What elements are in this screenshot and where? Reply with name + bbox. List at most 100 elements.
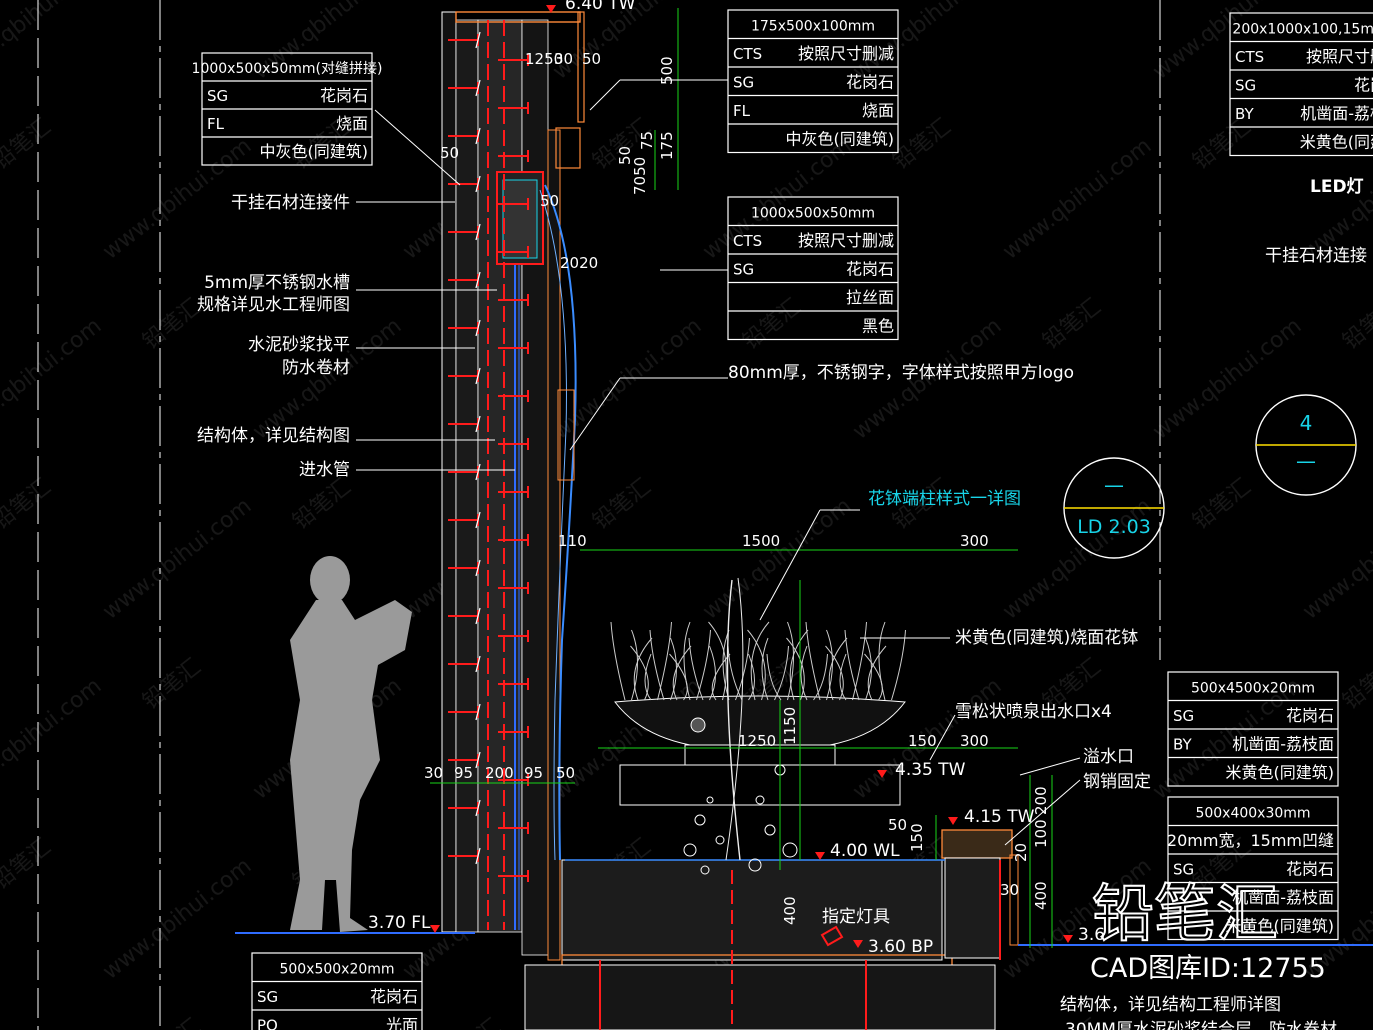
- svg-text:50: 50: [556, 764, 575, 782]
- label-letters: 80mm厚，不锈钢字，字体样式按照甲方logo: [728, 363, 1074, 383]
- level-415: 4.15 TW: [964, 807, 1035, 827]
- svg-text:铅笔汇: 铅笔汇: [0, 474, 56, 534]
- callout-1-top: —: [1104, 473, 1124, 497]
- svg-text:铅笔汇: 铅笔汇: [738, 294, 805, 354]
- spec-table-header: 1000x500x50mm: [751, 206, 875, 222]
- label-stone-connector: 干挂石材连接件: [231, 193, 350, 213]
- svg-text:铅笔汇: 铅笔汇: [1038, 294, 1105, 354]
- spec-desc: 烧面: [336, 114, 368, 133]
- svg-text:200: 200: [1032, 786, 1050, 815]
- svg-text:300: 300: [960, 532, 989, 550]
- svg-text:铅笔汇: 铅笔汇: [1338, 294, 1373, 354]
- label-mortar: 水泥砂浆找平: [248, 335, 350, 355]
- label-nozzle: 雪松状喷泉出水口x4: [955, 702, 1112, 722]
- spec-desc: 花岗石: [846, 260, 894, 279]
- svg-text:500: 500: [658, 56, 676, 85]
- svg-text:400: 400: [1032, 881, 1050, 910]
- svg-text:www.qbihui.com: www.qbihui.com: [0, 0, 106, 85]
- label-overflow: 溢水口: [1083, 747, 1134, 767]
- label-right-connector: 干挂石材连接: [1265, 246, 1367, 266]
- spec-desc: 烧面: [862, 101, 894, 120]
- svg-text:50: 50: [440, 144, 459, 162]
- svg-text:7050: 7050: [631, 157, 649, 195]
- spec-table-header: 500x4500x20mm: [1191, 681, 1315, 697]
- spec-code: PO: [257, 1017, 278, 1030]
- level-wl: 4.00 WL: [830, 841, 900, 861]
- svg-text:30: 30: [424, 764, 443, 782]
- spec-code: SG: [207, 87, 228, 105]
- spec-code: BY: [1173, 736, 1192, 754]
- spec-code: SG: [1173, 707, 1194, 725]
- spec-desc: 花岗石: [320, 86, 368, 105]
- spec-desc: 中灰色(同建筑): [260, 142, 369, 161]
- spec-table-header: 500x500x20mm: [279, 962, 394, 978]
- level-markers: [430, 5, 1073, 948]
- spec-desc: 米黄色(同建筑): [1226, 763, 1335, 782]
- svg-text:75: 75: [638, 131, 656, 150]
- spec-desc: 米黄色(同建: [1300, 133, 1373, 152]
- svg-text:www.qbihui.com: www.qbihui.com: [1148, 314, 1306, 445]
- spec-code: SG: [1173, 861, 1194, 879]
- annotations: 6.40 TW 干挂石材连接件 5mm厚不锈钢水槽 规格详见水工程师图 水泥砂浆…: [197, 0, 1367, 1030]
- svg-text:铅笔汇: 铅笔汇: [288, 474, 355, 534]
- detail-callout-4[interactable]: 4 —: [1255, 394, 1357, 496]
- svg-text:铅笔汇: 铅笔汇: [588, 474, 655, 534]
- spec-code: SG: [733, 74, 754, 92]
- svg-text:1500: 1500: [742, 532, 780, 550]
- detail-callout-ld203[interactable]: — LD 2.03: [1063, 457, 1165, 559]
- label-sink-ref: 规格详见水工程师图: [197, 295, 350, 315]
- svg-text:www.qbihui.com: www.qbihui.com: [0, 314, 106, 445]
- svg-text:铅笔汇: 铅笔汇: [1188, 474, 1255, 534]
- spec-code: CTS: [1235, 48, 1264, 66]
- svg-text:95: 95: [454, 764, 473, 782]
- level-435: 4.35 TW: [895, 760, 966, 780]
- svg-text:300: 300: [960, 732, 989, 750]
- label-lamp: 指定灯具: [822, 907, 890, 927]
- svg-text:95: 95: [524, 764, 543, 782]
- callout-2-top: 4: [1300, 411, 1313, 435]
- svg-text:www.qbihui.com: www.qbihui.com: [0, 674, 106, 805]
- svg-text:50: 50: [888, 816, 907, 834]
- dimension-texts: 1250 30 50 500 75 175 50 7050 50 50 2020…: [424, 50, 1050, 925]
- label-led: LED灯: [1310, 177, 1364, 197]
- spec-code: FL: [733, 102, 751, 120]
- label-waterproof: 防水卷材: [282, 358, 350, 378]
- spec-desc: 按照尺寸删减: [798, 44, 894, 63]
- svg-text:铅笔汇: 铅笔汇: [138, 294, 205, 354]
- svg-text:200: 200: [485, 764, 514, 782]
- svg-text:铅笔汇: 铅笔汇: [438, 1014, 505, 1030]
- svg-text:www.qbihui.com: www.qbihui.com: [698, 494, 856, 625]
- label-structure-bottom: 结构体，详见结构工程师详图: [1060, 995, 1281, 1015]
- spec-code: BY: [1235, 105, 1254, 123]
- stone-anchors: [448, 20, 529, 930]
- label-structure: 结构体，详见结构图: [197, 426, 350, 446]
- svg-text:www.qbihui.com: www.qbihui.com: [98, 494, 256, 625]
- svg-text:20: 20: [1012, 843, 1030, 862]
- svg-text:铅笔汇: 铅笔汇: [138, 1014, 205, 1030]
- svg-text:30: 30: [1000, 881, 1019, 899]
- callout-2-bottom: —: [1296, 449, 1316, 473]
- svg-text:50: 50: [616, 146, 634, 165]
- svg-text:150: 150: [908, 732, 937, 750]
- spec-desc: 米黄色(同建筑): [1226, 917, 1335, 936]
- level-labels: 3.70 FL 4.35 TW 4.15 TW 4.00 WL 3.60 BP …: [368, 760, 1105, 957]
- spec-desc: 花岗石: [370, 987, 418, 1006]
- spec-desc: 拉丝面: [846, 288, 894, 307]
- svg-text:50: 50: [540, 192, 559, 210]
- svg-text:铅笔汇: 铅笔汇: [1338, 654, 1373, 714]
- label-planter-detail: 花钵端柱样式一详图: [868, 489, 1021, 509]
- svg-text:铅笔汇: 铅笔汇: [1188, 114, 1255, 174]
- spec-code: CTS: [733, 45, 762, 63]
- spec-desc: 按照尺寸删: [1306, 47, 1373, 66]
- label-inlet: 进水管: [299, 460, 350, 480]
- spec-code: SG: [257, 988, 278, 1006]
- svg-text:110: 110: [558, 532, 587, 550]
- label-bottom-partial: 30MM厚水泥砂浆结合层，防水卷材: [1065, 1020, 1337, 1030]
- spec-desc: 中灰色(同建筑): [786, 130, 895, 149]
- spec-table-t4: 200x1000x100,15mmCTS按照尺寸删SG花岗BY机凿面-荔枝米黄色…: [1229, 12, 1373, 157]
- spec-desc: 机凿面-荔枝面: [1232, 735, 1334, 754]
